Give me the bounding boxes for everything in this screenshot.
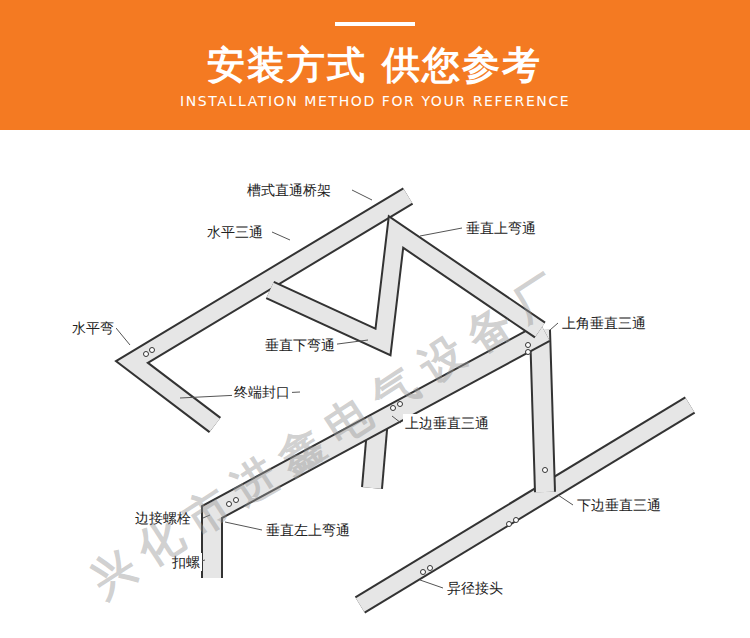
part-label: 垂直上弯通 xyxy=(464,219,538,237)
part-label: 上角垂直三通 xyxy=(560,314,648,332)
part-label: 垂直左上弯通 xyxy=(264,521,352,539)
part-label: 槽式直通桥架 xyxy=(245,181,333,199)
part-label: 扣螺 xyxy=(170,553,202,571)
part-label: 垂直下弯通 xyxy=(263,336,337,354)
part-label: 水平三通 xyxy=(205,223,265,241)
part-label: 下边垂直三通 xyxy=(575,496,663,514)
part-label: 边接螺栓 xyxy=(133,509,193,527)
subtitle: INSTALLATION METHOD FOR YOUR REFERENCE xyxy=(180,93,570,109)
part-label: 上边垂直三通 xyxy=(403,414,491,432)
watermark: 兴化市进鑫电气设备厂 xyxy=(79,256,581,610)
part-label: 水平弯 xyxy=(70,319,116,337)
header-bar xyxy=(335,22,415,26)
part-label: 终端封口 xyxy=(232,383,292,401)
page-title: 安装方式 供您参考 xyxy=(207,40,542,91)
part-label: 异径接头 xyxy=(445,579,505,597)
